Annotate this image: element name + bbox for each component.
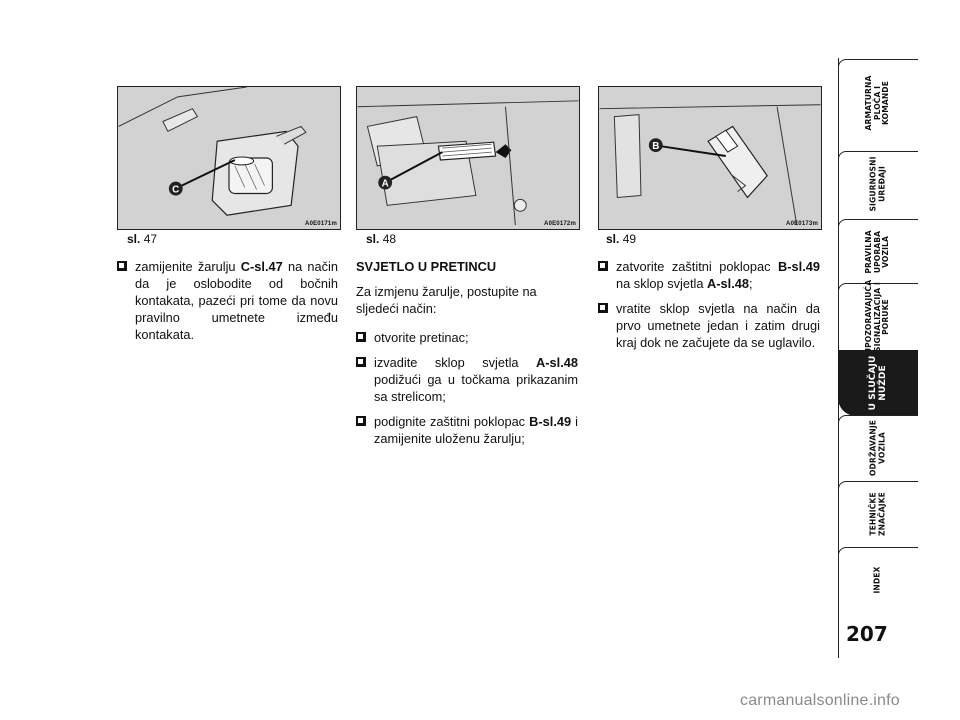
glovebox-illustration xyxy=(357,100,579,226)
caption-prefix: sl. xyxy=(127,232,141,246)
callout-C-marker: C xyxy=(168,181,183,196)
caption-number: 48 xyxy=(382,232,397,246)
bullet-replace-bulb: zamijenite žarulju C-sl.47 na način da j… xyxy=(117,258,338,343)
bullet-square-icon xyxy=(598,303,608,313)
caption-47: sl. 47 xyxy=(127,232,157,246)
marker-A-label: A xyxy=(382,179,389,190)
watermark: carmanualsonline.info xyxy=(740,692,900,709)
caption-prefix: sl. xyxy=(606,232,620,246)
bullet-close-cover: zatvorite zaštitni poklopac B-sl.49 na s… xyxy=(598,258,820,292)
bullet-lift-cover: podignite zaštitni poklopac B-sl.49 i za… xyxy=(356,413,578,447)
marker-C-label: C xyxy=(172,185,179,196)
intro-text: Za izmjenu žarulje, postupite na sljedeć… xyxy=(356,284,537,316)
ref-C-sl47: C-sl.47 xyxy=(240,259,283,274)
bullet-open-glovebox: otvorite pretinac; xyxy=(356,329,578,346)
column-2: SVJETLO U PRETINCU Za izmjenu žarulje, p… xyxy=(356,258,578,455)
tab-u-slucaju-nuzde[interactable]: U SLUČAJU NUŽDE xyxy=(838,350,918,416)
figure-code: A0E0171m xyxy=(305,221,337,227)
tab-odrzavanje-vozila[interactable]: ODRŽAVANJE VOZILA xyxy=(838,415,918,480)
bullet-square-icon xyxy=(356,332,366,342)
tab-pravilna-uporaba[interactable]: PRAVILNA UPORABA VOZILA xyxy=(838,219,918,284)
figure-48: A A0E0172m xyxy=(356,86,580,230)
tab-index[interactable]: INDEX xyxy=(838,547,918,612)
tab-upozoravajuca-signalizacija[interactable]: UPOZORAVAJUĆA SIGNALIZACIJA I PORUKE xyxy=(838,280,918,354)
bullet-square-icon xyxy=(117,261,127,271)
figure-code: A0E0173m xyxy=(786,221,818,227)
section-heading: SVJETLO U PRETINCU xyxy=(356,259,497,274)
column-3: zatvorite zaštitni poklopac B-sl.49 na s… xyxy=(598,258,820,359)
sun-visor-illustration xyxy=(118,87,307,216)
bullet-remove-assembly: izvadite sklop svjetla A-sl.48 podižući … xyxy=(356,354,578,405)
caption-prefix: sl. xyxy=(366,232,380,246)
caption-49: sl. 49 xyxy=(606,232,636,246)
callout-B-marker: B xyxy=(648,138,663,152)
figure-47: C A0E0171m xyxy=(117,86,341,230)
caption-48: sl. 48 xyxy=(366,232,396,246)
tab-sigurnosni-uredaji[interactable]: SIGURNOSNI UREĐAJI xyxy=(838,151,918,216)
figure-49: B A0E0173m xyxy=(598,86,822,230)
column-1: zamijenite žarulju C-sl.47 na način da j… xyxy=(117,258,338,351)
figure-code: A0E0172m xyxy=(544,221,576,227)
callout-A-marker: A xyxy=(378,175,393,190)
bullet-refit-assembly: vratite sklop svjetla na način da prvo u… xyxy=(598,300,820,351)
tab-armaturna-ploca[interactable]: ARMATURNA PLOČA I KOMANDE xyxy=(838,59,918,145)
page-number: 207 xyxy=(846,622,888,646)
tab-tehnicke-znacajke[interactable]: TEHNIČKE ZNAČAJKE xyxy=(838,481,918,546)
bullet-square-icon xyxy=(356,357,366,367)
lamp-assembly-illustration xyxy=(599,104,821,226)
bullet-square-icon xyxy=(356,416,366,426)
marker-B-label: B xyxy=(652,141,659,152)
bullet-square-icon xyxy=(598,261,608,271)
caption-number: 49 xyxy=(622,232,637,246)
caption-number: 47 xyxy=(143,232,158,246)
